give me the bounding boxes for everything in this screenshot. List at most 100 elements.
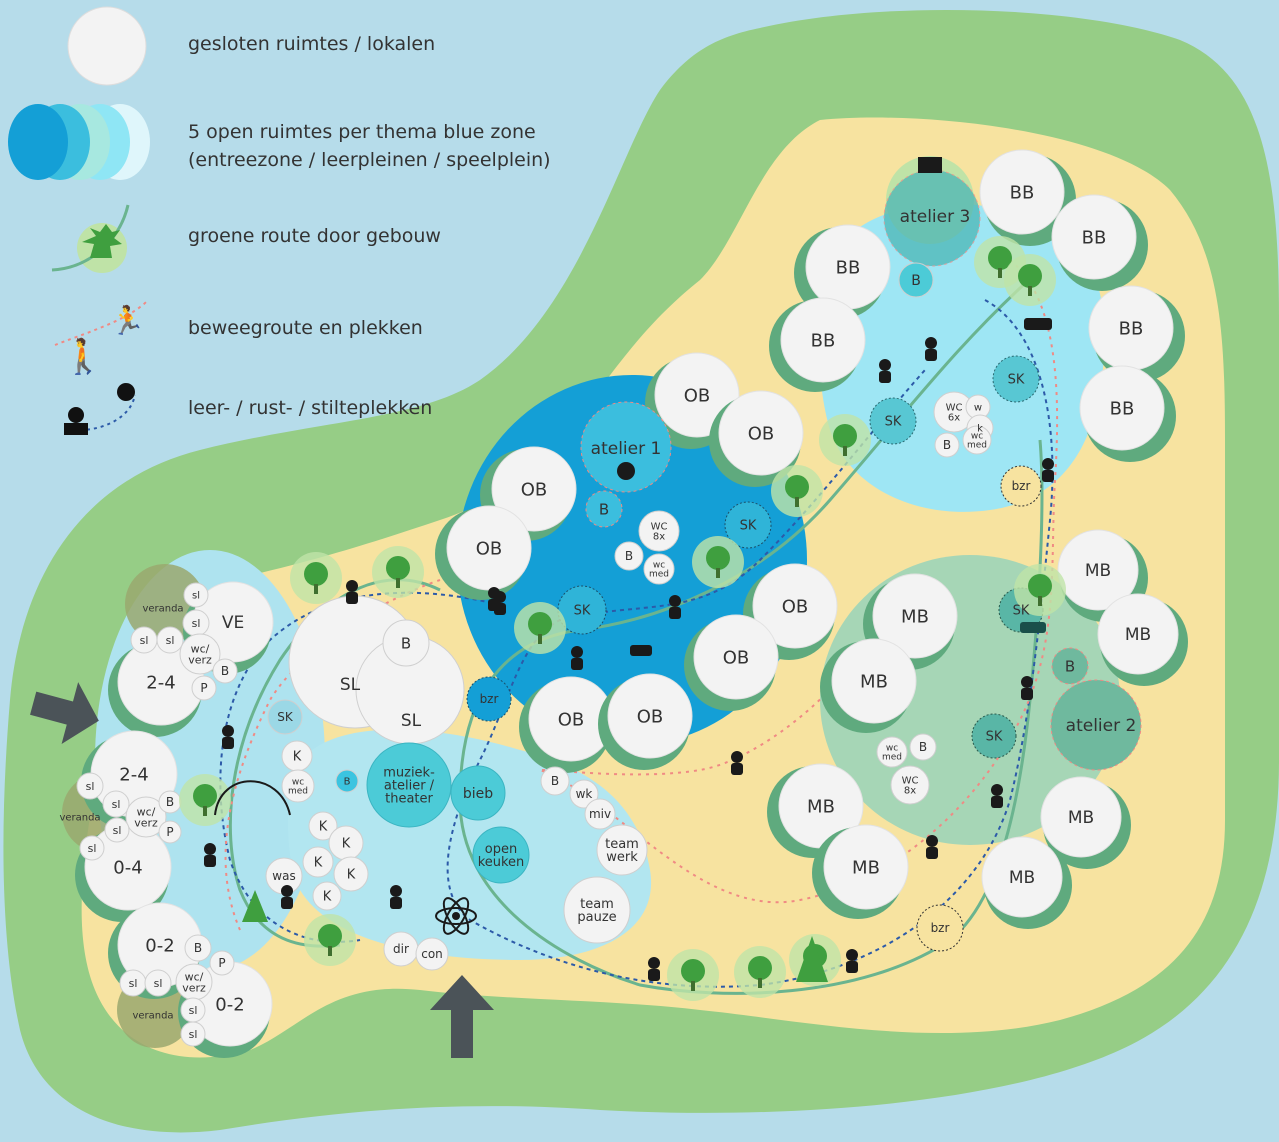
- bb-wc-med[interactable]: [962, 425, 992, 455]
- room-bb6-label: BB: [1110, 398, 1135, 419]
- activity-body-9: [1042, 470, 1054, 482]
- mb-wc-med[interactable]: [876, 736, 908, 768]
- tree-icon-9: [681, 959, 705, 983]
- room-mb4[interactable]: [831, 638, 917, 724]
- room-bb2[interactable]: [1051, 194, 1137, 280]
- sp-miv[interactable]: [584, 798, 616, 830]
- room-muziek-atelier[interactable]: [366, 742, 452, 828]
- room-bieb-label: bieb: [463, 786, 493, 802]
- bb-b2-label: B: [943, 438, 951, 452]
- room-ob4-label: OB: [476, 538, 503, 559]
- atelier1[interactable]: [580, 401, 672, 493]
- room-ob8[interactable]: [607, 673, 693, 759]
- legend-green-label: groene route door gebouw: [188, 225, 441, 247]
- room-team-pauze[interactable]: [563, 876, 631, 944]
- bb-sk1[interactable]: [869, 397, 917, 445]
- e-p[interactable]: [158, 820, 182, 844]
- ob-sk1[interactable]: [557, 585, 607, 635]
- ob-sk2[interactable]: [724, 501, 772, 549]
- ve-wc-verz[interactable]: [179, 633, 221, 675]
- bb-sk2[interactable]: [992, 355, 1040, 403]
- room-bb4[interactable]: [780, 297, 866, 383]
- n-b[interactable]: [184, 934, 212, 962]
- room-ob1-label: OB: [684, 385, 711, 406]
- sl-b-small[interactable]: [335, 769, 359, 793]
- n-sl4[interactable]: [180, 1021, 206, 1047]
- n-sl2[interactable]: [144, 969, 172, 997]
- activity-icon-10: [1021, 676, 1033, 688]
- legend-move-route-icon: 🚶 🏃: [54, 299, 149, 377]
- laptop-icon: [918, 157, 942, 173]
- atelier2[interactable]: [1050, 679, 1142, 771]
- sp-k1[interactable]: [308, 811, 338, 841]
- ve-p-label: P: [200, 681, 207, 695]
- ob-wc8x[interactable]: [638, 510, 680, 552]
- atom-icon: [435, 897, 477, 935]
- room-team-werk[interactable]: [596, 824, 648, 876]
- mb-bzr[interactable]: [916, 904, 964, 952]
- e-sl4[interactable]: [79, 835, 105, 861]
- atelier3[interactable]: [883, 169, 981, 267]
- e-sl3[interactable]: [104, 817, 130, 843]
- legend-closed-room-icon: [67, 6, 147, 86]
- room-ob2[interactable]: [718, 390, 804, 476]
- room-bb6[interactable]: [1079, 365, 1165, 451]
- room-mb7[interactable]: [1040, 776, 1122, 858]
- room-mb1[interactable]: [1057, 529, 1139, 611]
- ve-p[interactable]: [191, 675, 217, 701]
- atelier3-label: atelier 3: [900, 207, 971, 227]
- room-ob5[interactable]: [752, 563, 838, 649]
- tree-trunk-2: [716, 568, 720, 578]
- sl-wc-med[interactable]: [281, 769, 315, 803]
- room-bb1[interactable]: [979, 149, 1065, 235]
- room-mb1-label: MB: [1085, 561, 1111, 581]
- room-mb6[interactable]: [823, 824, 909, 910]
- sp-k4[interactable]: [333, 856, 369, 892]
- bb-bzr[interactable]: [1000, 465, 1042, 507]
- room-open-keuken[interactable]: [472, 826, 530, 884]
- room-bieb[interactable]: [450, 765, 506, 821]
- sp-k3[interactable]: [302, 846, 334, 878]
- mb-wc8x[interactable]: [890, 765, 930, 805]
- activity-icon-0: [346, 580, 358, 592]
- sl-b[interactable]: [382, 619, 430, 667]
- ob-b2[interactable]: [614, 541, 644, 571]
- ob-b-room[interactable]: [585, 490, 623, 528]
- room-mb3[interactable]: [872, 573, 958, 659]
- n-p[interactable]: [209, 950, 235, 976]
- room-ob8-label: OB: [637, 706, 664, 727]
- sp-wk[interactable]: [569, 779, 599, 809]
- bb-b-room[interactable]: [898, 262, 934, 298]
- ve-b-label: B: [221, 664, 229, 678]
- mb-sk2[interactable]: [971, 713, 1017, 759]
- legend-quiet-label: leer- / rust- / stilteplekken: [188, 397, 433, 419]
- room-ob6[interactable]: [693, 614, 779, 700]
- veranda-bottom-label: veranda: [132, 1011, 173, 1022]
- activity-body-6: [669, 607, 681, 619]
- atelier2-label: atelier 2: [1066, 716, 1137, 736]
- room-mb2[interactable]: [1097, 593, 1179, 675]
- e-sl1[interactable]: [76, 772, 104, 800]
- sl-sk[interactable]: [267, 699, 303, 735]
- activity-body-13: [731, 763, 743, 775]
- ob-bzr[interactable]: [466, 676, 512, 722]
- ve-sl1[interactable]: [183, 582, 209, 608]
- ve-b[interactable]: [212, 658, 238, 684]
- room-ob3[interactable]: [491, 446, 577, 532]
- sp-k5[interactable]: [312, 881, 342, 911]
- mb-b2[interactable]: [909, 733, 937, 761]
- e-sl2[interactable]: [102, 790, 130, 818]
- ve-sl4[interactable]: [156, 626, 184, 654]
- sp-b[interactable]: [540, 766, 570, 796]
- tree-icon-12: [1028, 574, 1052, 598]
- mb-b-room[interactable]: [1051, 647, 1089, 685]
- room-mb8[interactable]: [981, 836, 1063, 918]
- bb-b2[interactable]: [934, 432, 960, 458]
- ob-wc-med[interactable]: [643, 553, 675, 585]
- room-dir-label: dir: [393, 942, 409, 956]
- e-wc-verz[interactable]: [125, 796, 167, 838]
- room-con[interactable]: [415, 937, 449, 971]
- sl-sk-label: SK: [277, 710, 294, 724]
- room-con-label: con: [421, 947, 443, 961]
